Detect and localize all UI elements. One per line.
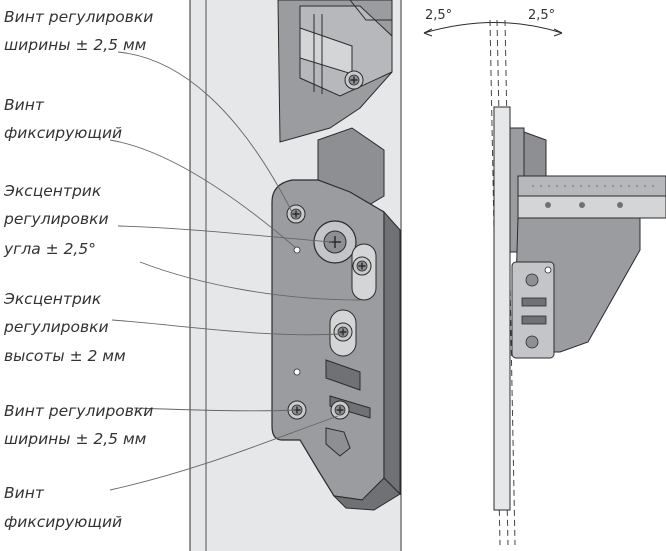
front-panel (493, 106, 511, 511)
label-width-screw-top-line2: ширины ± 2,5 мм (4, 36, 147, 54)
label-width-screw-top-line1: Винт регулировки (4, 8, 154, 26)
label-fix-screw-top-line2: фиксирующий (4, 124, 123, 142)
label-width-screw-bottom-line1: Винт регулировки (4, 402, 154, 420)
angle-label-left: 2,5° (425, 8, 453, 23)
label-height-eccentric-line1: Эксцентрик (4, 290, 102, 308)
side-view (423, 19, 666, 546)
leader-lines (109, 51, 361, 491)
label-fix-screw-bottom-line1: Винт (4, 484, 44, 502)
label-height-eccentric-line2: регулировки (4, 318, 109, 336)
label-angle-eccentric-line1: Эксцентрик (4, 182, 102, 200)
label-width-screw-bottom-line2: ширины ± 2,5 мм (4, 430, 147, 448)
angle-label-right: 2,5° (528, 8, 556, 23)
label-angle-eccentric-line3: угла ± 2,5° (4, 240, 96, 258)
label-fix-screw-top-line1: Винт (4, 96, 44, 114)
drawer-rail (517, 175, 666, 219)
label-height-eccentric-line3: высоты ± 2 мм (4, 347, 126, 365)
label-angle-eccentric-line2: регулировки (4, 210, 109, 228)
mounting-plate (271, 179, 401, 511)
upper-bracket (277, 0, 393, 215)
front-view (189, 0, 402, 551)
label-fix-screw-bottom-line2: фиксирующий (4, 513, 123, 531)
